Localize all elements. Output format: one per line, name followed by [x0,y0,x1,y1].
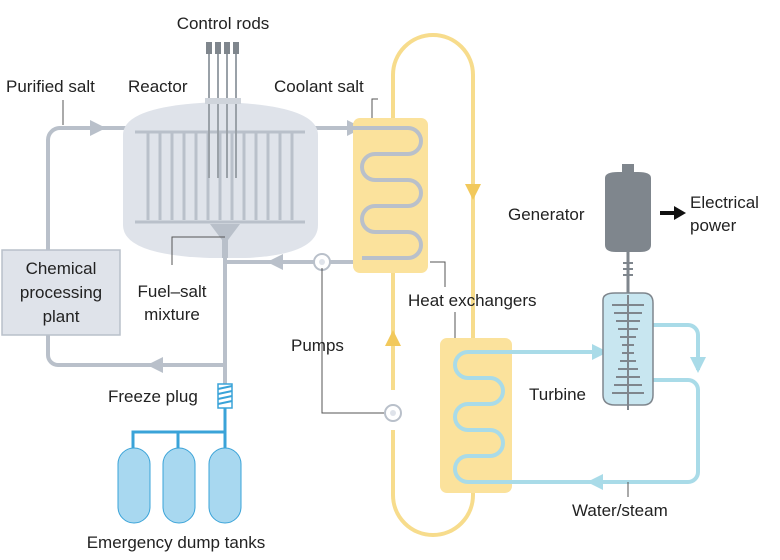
label-chemical-processing-plant-3: plant [43,307,80,326]
freeze-plug-coil [217,385,233,405]
dump-tank-3 [208,447,242,524]
chemical-processing-plant-box [1,249,121,336]
label-heat-exchangers: Heat exchangers [408,291,537,310]
label-coolant-salt: Coolant salt [274,77,364,96]
shaft-coupling [623,262,633,276]
label-freeze-plug: Freeze plug [108,387,198,406]
label-electrical-power-2: power [690,216,737,235]
pump-coolant-core [390,410,396,416]
generator-top-cap [622,164,634,174]
electrical-power-arrowhead [674,206,686,220]
label-turbine: Turbine [529,385,586,404]
fuel-salt-pipe-top [46,126,130,330]
heat-exchanger-lower [440,338,512,493]
heat-exchanger-upper-coil [340,126,423,260]
label-purified-salt: Purified salt [6,77,95,96]
turbine-blades [612,295,644,410]
label-reactor: Reactor [128,77,188,96]
label-chemical-processing-plant-1: Chemical [26,259,97,278]
heat-exchanger-lower-coil [453,350,585,484]
label-emergency-dump-tanks: Emergency dump tanks [87,533,266,552]
label-fuel-salt-2: mixture [144,305,200,324]
label-water-steam: Water/steam [572,501,668,520]
label-chemical-processing-plant-2: processing [20,283,102,302]
dump-tank-2 [162,447,196,524]
dump-tank-1 [117,447,151,524]
label-fuel-salt-1: Fuel–salt [138,282,207,301]
reactor-funnel [210,224,240,258]
label-electrical-power-1: Electrical [690,193,759,212]
coolant-loop-outer [391,33,475,537]
label-pumps: Pumps [291,336,344,355]
control-rods [205,42,241,178]
leader-lines [62,98,629,497]
water-steam-loop [585,323,700,484]
heat-exchanger-upper [353,118,428,273]
chem-plant-return [46,330,225,367]
generator [605,172,651,252]
pump-fuel-salt-core [319,259,325,265]
label-control-rods: Control rods [177,14,270,33]
label-generator: Generator [508,205,585,224]
reactor-core-rods [135,130,305,224]
